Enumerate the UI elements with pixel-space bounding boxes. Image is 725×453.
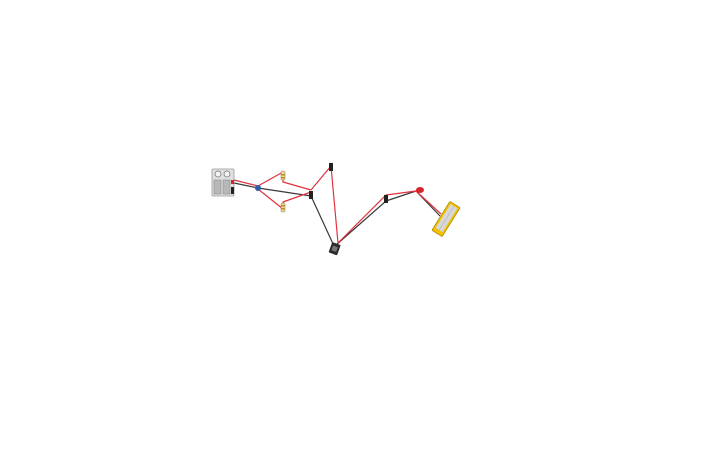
led-icon[interactable] <box>416 187 424 193</box>
terminal-right-icon[interactable] <box>384 195 388 203</box>
probe-top-icon[interactable] <box>329 163 333 171</box>
wire-red[interactable] <box>337 190 442 244</box>
resistor-top-icon[interactable] <box>280 170 286 181</box>
solar-panel-icon[interactable] <box>431 201 461 237</box>
lamp-icon[interactable] <box>328 242 341 256</box>
junction-node-icon[interactable] <box>255 185 261 191</box>
wire-black[interactable] <box>233 182 312 197</box>
wire-red[interactable] <box>233 171 312 191</box>
switch-middle-icon[interactable] <box>309 191 313 199</box>
red-wires <box>233 165 442 244</box>
resistor-bottom-icon[interactable] <box>280 202 286 213</box>
battery-pack-icon[interactable] <box>211 168 235 197</box>
wire-black[interactable] <box>335 190 441 246</box>
wire-black[interactable] <box>310 195 335 247</box>
